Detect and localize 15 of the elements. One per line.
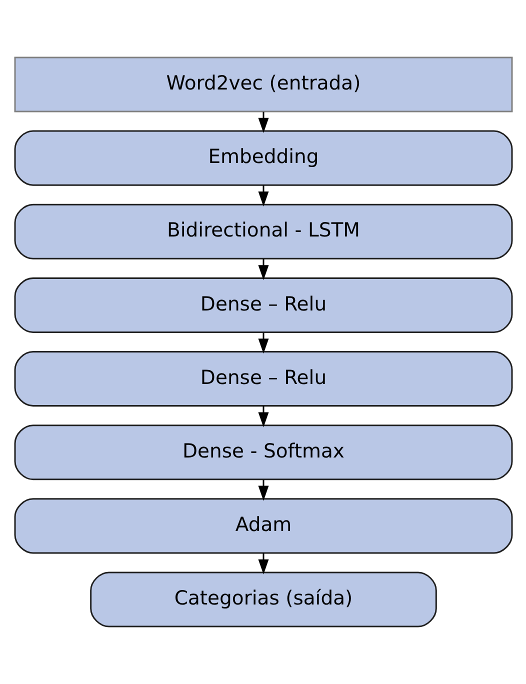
node-box: Dense - Softmax	[14, 424, 512, 480]
node-box: Adam	[14, 498, 512, 554]
arrow	[258, 112, 268, 133]
node-box: Dense – Relu	[14, 351, 512, 407]
arrow	[258, 332, 268, 354]
node-box: Dense – Relu	[14, 277, 512, 333]
arrow	[258, 185, 268, 207]
node-box: Categorias (saída)	[90, 572, 436, 628]
arrow	[258, 406, 268, 428]
node-box: Embedding	[14, 130, 512, 186]
node-box: Word2vec (entrada)	[14, 56, 512, 112]
node-box: Bidirectional - LSTM	[14, 204, 512, 260]
arrow	[258, 480, 268, 501]
arrow	[258, 259, 268, 280]
arrow	[258, 553, 268, 574]
